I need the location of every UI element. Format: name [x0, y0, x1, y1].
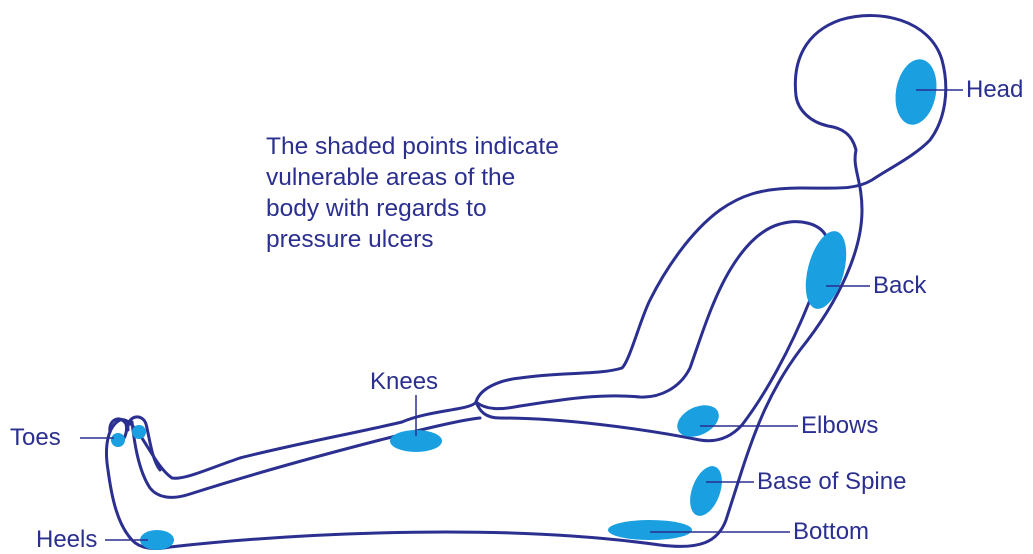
label-toes: Toes [10, 424, 61, 452]
pressure-point-head [891, 56, 942, 128]
pressure-point-base-of-spine [684, 462, 728, 520]
pressure-point-toes-2 [132, 425, 146, 439]
label-heels: Heels [36, 526, 97, 554]
pressure-point-back [798, 227, 853, 314]
leg-outline [132, 418, 480, 497]
label-knees: Knees [370, 368, 438, 396]
label-head: Head [966, 76, 1023, 104]
diagram-caption: The shaded points indicate vulnerable ar… [266, 131, 666, 255]
label-back: Back [873, 272, 926, 300]
label-base-of-spine: Base of Spine [757, 468, 906, 496]
label-elbows: Elbows [801, 412, 878, 440]
caption-line-3: body with regards to [266, 193, 666, 224]
pressure-point-toes-1 [111, 433, 125, 447]
caption-line-2: vulnerable areas of the [266, 162, 666, 193]
pressure-point-bottom [608, 520, 692, 540]
caption-line-4: pressure ulcers [266, 224, 666, 255]
label-bottom: Bottom [793, 518, 869, 546]
caption-line-1: The shaded points indicate [266, 131, 666, 162]
